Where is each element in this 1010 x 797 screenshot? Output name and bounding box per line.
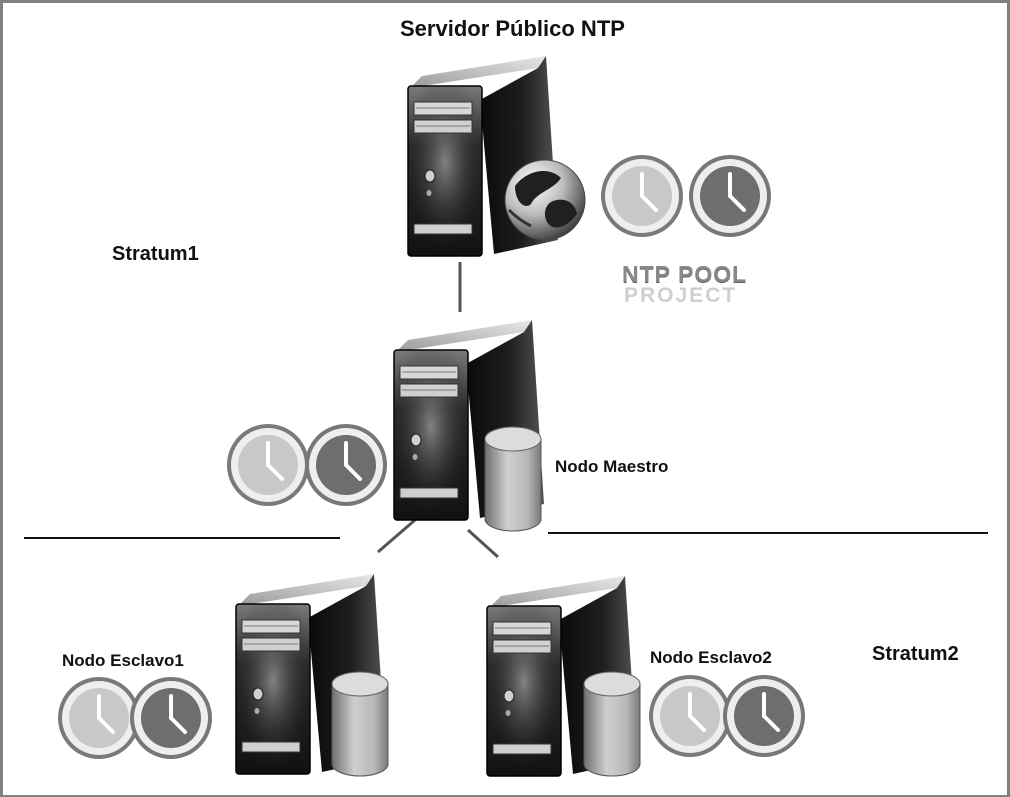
- node-label-maestro: Nodo Maestro: [555, 457, 669, 476]
- database-icon: [583, 671, 641, 777]
- clock-icon: [128, 675, 214, 761]
- ntp-pool-logo: NTP POOL: [622, 261, 748, 287]
- clock-icon: [225, 422, 311, 508]
- stratum2-label: Stratum2: [872, 643, 959, 665]
- connector-master-to-slave2: [466, 528, 500, 559]
- node-label-esclavo1: Nodo Esclavo1: [62, 651, 184, 670]
- connector-master-to-slave1: [377, 518, 416, 554]
- ntp-pool-logo-subtitle: PROJECT: [624, 284, 738, 307]
- clock-icon: [303, 422, 389, 508]
- clock-icon: [599, 153, 685, 239]
- database-icon: [484, 426, 542, 532]
- database-icon: [331, 671, 389, 777]
- globe-icon: [504, 159, 586, 241]
- page-title: Servidor Público NTP: [400, 16, 625, 41]
- clock-icon: [647, 673, 733, 759]
- node-label-esclavo2: Nodo Esclavo2: [650, 648, 772, 667]
- clock-icon: [56, 675, 142, 761]
- stratum1-label: Stratum1: [112, 243, 199, 265]
- clock-icon: [721, 673, 807, 759]
- clock-icon: [687, 153, 773, 239]
